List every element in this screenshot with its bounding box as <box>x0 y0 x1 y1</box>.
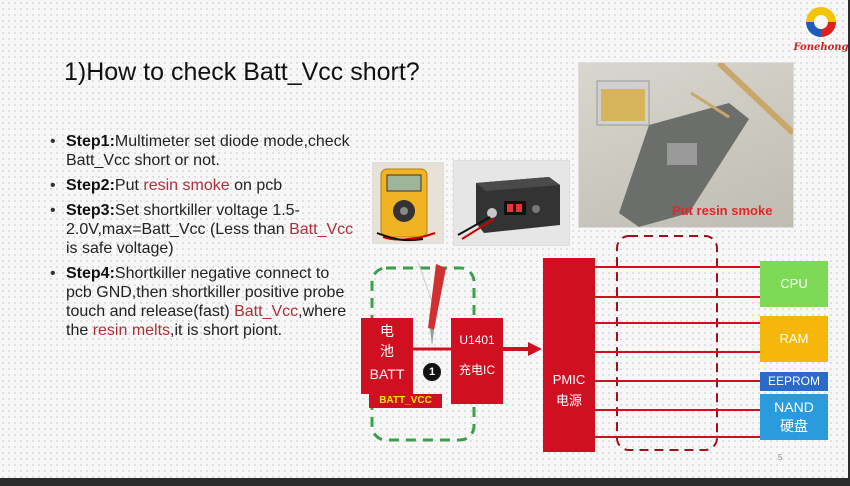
step-text: on pcb <box>229 177 283 194</box>
battery-batt-label: BATT <box>369 366 405 382</box>
page-number: 5 <box>778 453 783 462</box>
charger-ic-name: U1401 <box>459 333 495 347</box>
step-item: Step3:Set shortkiller voltage 1.5-2.0V,m… <box>50 201 355 258</box>
pmic-cn: 电源 <box>555 393 582 408</box>
nand-block <box>760 394 828 440</box>
pcb-resin-photo: Put resin smoke <box>578 62 794 228</box>
battery-char-1: 电 <box>380 323 394 339</box>
step-item: Step1:Multimeter set diode mode,check Ba… <box>50 132 355 170</box>
nand-label: NAND <box>774 399 814 415</box>
batt-vcc-label-box <box>369 394 442 408</box>
pmic-name: PMIC <box>552 372 586 387</box>
step-text: Set shortkiller voltage 1.5-2.0V,max=Bat… <box>66 202 300 238</box>
step-label: Step1: <box>66 133 115 150</box>
cpu-label: CPU <box>780 276 808 291</box>
logo-text: Fonehong <box>793 42 848 53</box>
step-text: Put <box>114 177 144 194</box>
marker-number: 1 <box>428 366 436 378</box>
fonehong-logo: Fonehong <box>793 4 848 58</box>
cpu-block <box>760 261 828 307</box>
pmic-output-lines <box>595 266 760 438</box>
multimeter-photo <box>372 162 444 244</box>
ram-label: RAM <box>779 331 809 346</box>
step-label: Step4: <box>66 265 115 282</box>
step-item: Step4:Shortkiller negative connect to pc… <box>50 264 355 340</box>
step-text: ,it is short piont. <box>170 322 283 339</box>
charger-ic-cn: 充电IC <box>458 363 495 377</box>
marker-circle <box>423 363 441 381</box>
battery-block <box>361 318 413 394</box>
step-highlight-text: resin melts <box>92 322 171 339</box>
step-highlight-text: Batt_Vcc <box>289 221 354 238</box>
probe-pen <box>417 261 446 346</box>
eeprom-block <box>760 372 828 391</box>
charger-to-pmic-arrow <box>528 342 542 356</box>
battery-char-2: 池 <box>380 343 394 359</box>
resin-smoke-label: Put resin smoke <box>672 203 773 218</box>
nand-cn-label: 硬盘 <box>780 418 808 434</box>
step-label: Step2: <box>66 177 115 194</box>
charger-ic-block <box>451 318 503 404</box>
batt-vcc-label: BATT_VCC <box>379 395 432 406</box>
pmic-block <box>543 258 595 452</box>
step-text: ,where the <box>66 303 347 339</box>
red-dashed-area <box>616 235 718 451</box>
step-highlight-text: Batt_Vcc <box>234 303 299 320</box>
steps-list: Step1:Multimeter set diode mode,check Ba… <box>50 132 355 346</box>
step-highlight-text: resin smoke <box>143 177 230 194</box>
slide-title: 1)How to check Batt_Vcc short? <box>64 58 420 86</box>
step-label: Step3: <box>66 202 115 219</box>
shortkiller-photo <box>453 160 570 246</box>
step-item: Step2:Put resin smoke on pcb <box>50 176 355 195</box>
step-text: Shortkiller negative connect to pcb GND,… <box>66 265 345 320</box>
step-text: is safe voltage) <box>66 240 174 257</box>
eeprom-label: EEPROM <box>767 374 820 388</box>
step-text: Multimeter set diode mode,check Batt_Vcc… <box>66 133 350 169</box>
ram-block <box>760 316 828 362</box>
logo-mark <box>806 7 836 37</box>
